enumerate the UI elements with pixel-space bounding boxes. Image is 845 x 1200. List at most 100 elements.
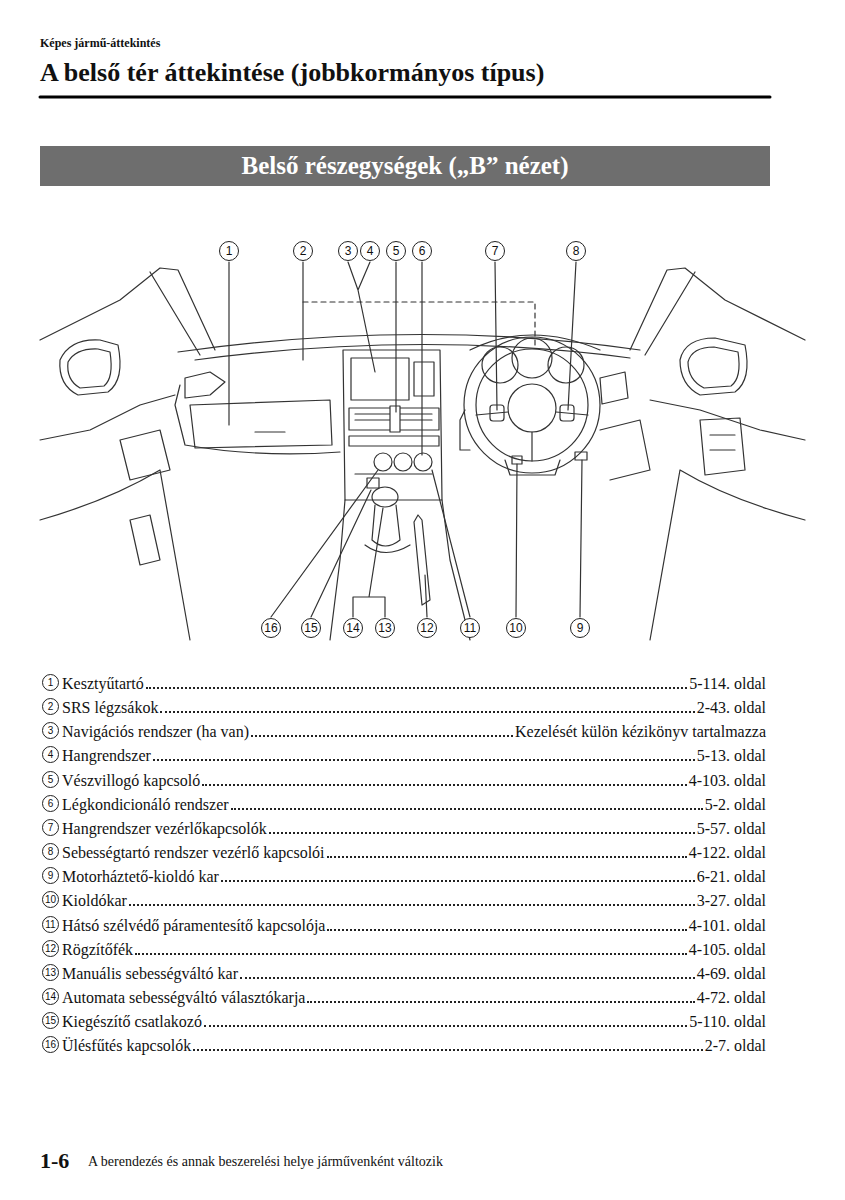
dot-leader (231, 808, 703, 810)
callout-number: 9 (570, 618, 590, 638)
item-number: 15 (42, 1012, 59, 1029)
illustration-line (330, 500, 345, 640)
illustration-line (476, 349, 588, 461)
section-band: Belső részegységek („B” nézet) (40, 146, 770, 186)
index-row: 4Hangrendszer5-13. oldal (42, 744, 766, 766)
illustration-line (353, 508, 385, 617)
index-row: 2SRS légzsákok2-43. oldal (42, 696, 766, 718)
callout-number: 11 (460, 618, 480, 638)
illustration-line (464, 337, 600, 473)
illustration-line (372, 487, 398, 507)
callout-number: 3 (338, 241, 358, 261)
band-heading: Belső részegységek („B” nézet) (242, 152, 569, 180)
dot-leader (240, 977, 695, 979)
item-number: 8 (42, 843, 59, 860)
illustration-line (311, 490, 371, 617)
illustration-line (130, 515, 160, 565)
illustration-line (508, 384, 556, 432)
index-row: 15Kiegészítő csatlakozó5-110. oldal (42, 1010, 766, 1032)
item-number: 3 (42, 722, 59, 739)
illustration-line (271, 470, 378, 617)
item-number: 11 (42, 916, 59, 933)
illustration-line (575, 452, 587, 460)
index-row: 3Navigációs rendszer (ha van)Kezelését k… (42, 720, 766, 742)
illustration-line (395, 262, 396, 412)
illustration-line (512, 338, 552, 378)
item-name: Légkondicionáló rendszer (62, 795, 229, 815)
item-number: 6 (42, 795, 59, 812)
callout-number: 7 (485, 241, 505, 261)
item-name: Kiegészítő csatlakozó (62, 1012, 202, 1032)
item-name: Hangrendszer (62, 746, 151, 766)
illustration-line (394, 453, 412, 471)
illustration-line (414, 453, 432, 471)
index-row: 8Sebességtartó rendszer vezérlő kapcsoló… (42, 841, 766, 863)
index-row: 12Rögzítőfék4-105. oldal (42, 938, 766, 960)
callout-number: 10 (506, 618, 526, 638)
callout-number: 15 (301, 618, 321, 638)
dot-leader (221, 880, 695, 882)
index-row: 14Automata sebességváltó választókarja4-… (42, 986, 766, 1008)
page-ref: 5-2. oldal (705, 795, 766, 815)
item-name: Automata sebességváltó választókarja (62, 988, 305, 1008)
index-row: 5Vészvillogó kapcsoló4-103. oldal (42, 769, 766, 791)
illustration-line (432, 470, 470, 617)
index-row: 6Légkondicionáló rendszer 5-2. oldal (42, 793, 766, 815)
dot-leader (202, 784, 686, 786)
illustration-line (185, 372, 225, 398)
illustration-line (190, 400, 332, 448)
illustration-line (228, 262, 229, 425)
illustration-line (348, 262, 375, 372)
illustration-line (516, 464, 517, 617)
item-name: Vészvillogó kapcsoló (62, 771, 200, 791)
page-ref: 6-21. oldal (697, 867, 766, 887)
index-row: 10Kioldókar3-27. oldal (42, 889, 766, 911)
illustration-line (600, 420, 650, 480)
callout-number: 14 (343, 618, 363, 638)
illustration-line (150, 272, 200, 355)
item-number: 16 (42, 1036, 59, 1053)
illustration-line (710, 435, 735, 450)
item-name: Kesztyűtartó (62, 674, 144, 694)
illustration-line (580, 460, 582, 617)
illustration-line (374, 453, 392, 471)
illustration-line (40, 395, 175, 440)
index-row: 11Hátsó szélvédő páramentesítő kapcsolój… (42, 914, 766, 936)
page-ref: 2-7. oldal (705, 1036, 766, 1056)
callout-number: 8 (566, 241, 586, 261)
item-name: Kioldókar (62, 891, 127, 911)
dot-leader (204, 1025, 687, 1027)
illustration-line (425, 575, 427, 617)
page-ref: 5-57. oldal (697, 819, 766, 839)
illustration-line (505, 460, 560, 475)
index-row: 13Manuális sebességváltó kar4-69. oldal (42, 962, 766, 984)
illustration-line (343, 350, 442, 500)
item-name: Sebességtartó rendszer vezérlő kapcsolói (62, 843, 325, 863)
dot-leader (327, 856, 687, 858)
illustration-line (568, 262, 576, 410)
item-number: 5 (42, 771, 59, 788)
dot-leader (146, 687, 688, 689)
page-ref: 4-122. oldal (689, 843, 766, 863)
section-header: Képes jármű-áttekintés (40, 36, 160, 51)
illustration-line (349, 436, 439, 446)
illustration-line (303, 302, 535, 345)
illustration-line (688, 347, 739, 388)
illustration-line (414, 515, 430, 605)
item-name: Hangrendszer vezérlőkapcsolók (62, 819, 267, 839)
illustration-line (680, 338, 747, 395)
page-number: 1-6 (40, 1148, 69, 1174)
footer-note: A berendezés és annak beszerelési helye … (88, 1154, 443, 1170)
page-ref: 4-101. oldal (689, 916, 766, 936)
illustration-line (460, 410, 470, 450)
item-name: Manuális sebességváltó kar (62, 964, 238, 984)
illustration-line (512, 456, 522, 464)
page-ref: 5-13. oldal (697, 746, 766, 766)
illustration-line (255, 431, 285, 432)
illustration-line (175, 385, 340, 454)
illustration-line (355, 473, 432, 474)
illustration-line (302, 262, 303, 360)
illustration-line (60, 340, 120, 395)
illustration-line (645, 272, 695, 355)
page-ref: 3-27. oldal (697, 891, 766, 911)
